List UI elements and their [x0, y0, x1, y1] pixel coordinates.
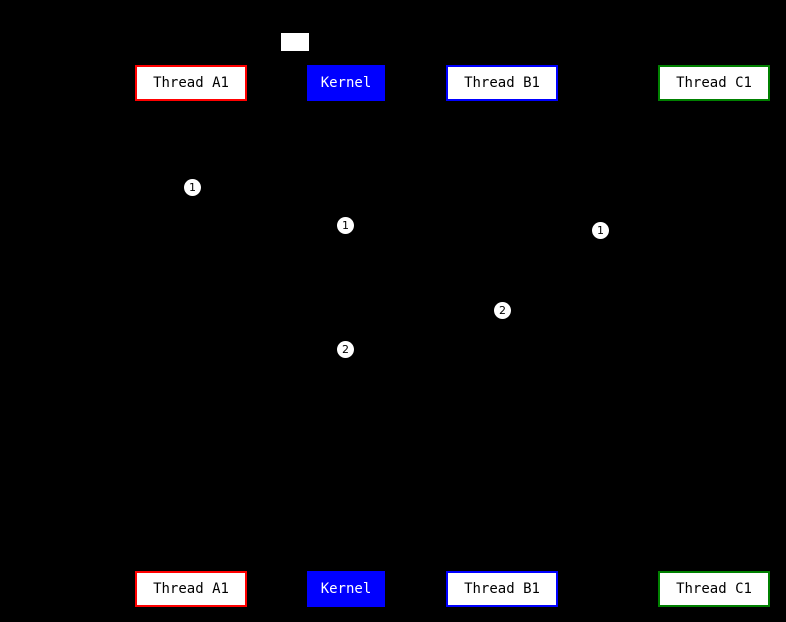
step-marker-3: 1 — [592, 222, 609, 239]
participant-thread-c1-bottom: Thread C1 — [658, 571, 770, 607]
step-marker-5: 2 — [337, 341, 354, 358]
participant-kernel-bottom: Kernel — [307, 571, 385, 607]
step-marker-2: 1 — [337, 217, 354, 234]
step-marker-1: 1 — [184, 179, 201, 196]
participant-thread-c1-top: Thread C1 — [658, 65, 770, 101]
participant-thread-b1-top: Thread B1 — [446, 65, 558, 101]
participant-thread-a1-top: Thread A1 — [135, 65, 247, 101]
legend-box — [281, 33, 309, 51]
participant-kernel-top: Kernel — [307, 65, 385, 101]
participant-thread-b1-bottom: Thread B1 — [446, 571, 558, 607]
participant-thread-a1-bottom: Thread A1 — [135, 571, 247, 607]
step-marker-4: 2 — [494, 302, 511, 319]
